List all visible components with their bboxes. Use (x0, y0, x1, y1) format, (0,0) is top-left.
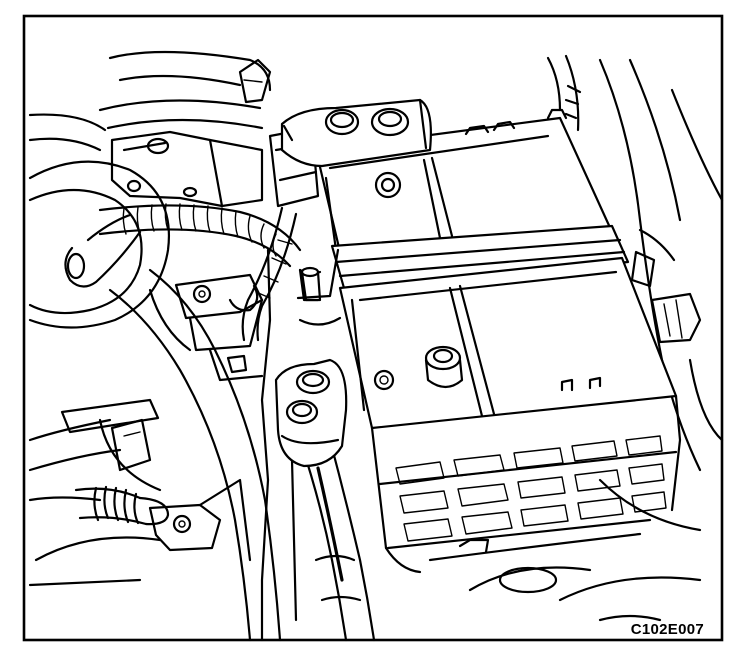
wiring-harness (98, 203, 322, 342)
battery (314, 108, 682, 574)
positive-cable-and-cover (274, 358, 376, 642)
figure-code: C102E007 (630, 621, 704, 638)
negative-cable-clamp (268, 98, 432, 326)
engine-background (28, 50, 724, 642)
